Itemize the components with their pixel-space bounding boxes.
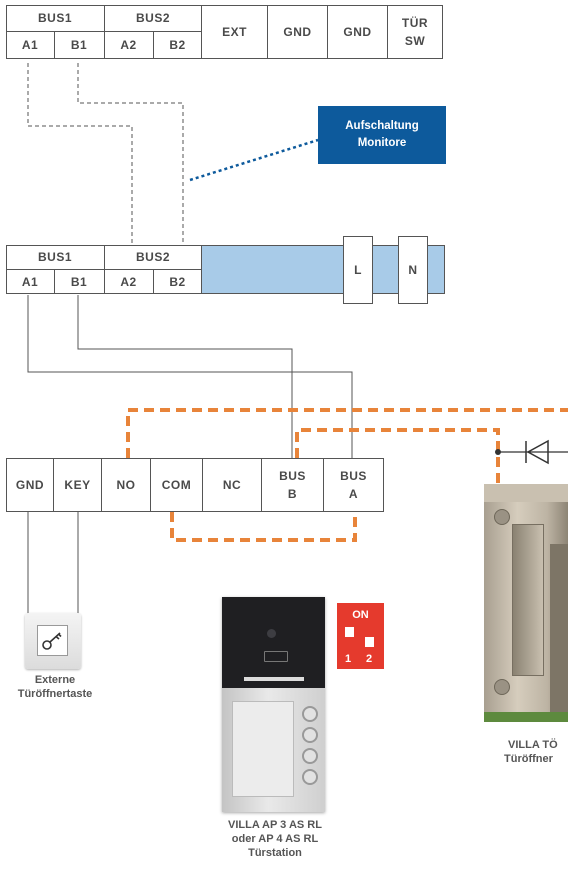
monitor-link-dotted [189, 138, 319, 182]
door-opener-image [484, 484, 568, 722]
camera-lens-icon [267, 629, 276, 638]
label-a2: A2 [120, 38, 137, 52]
bell-button-2 [302, 727, 318, 743]
terminal-gnd-1: GND [267, 5, 328, 59]
wire-b1-bus-b [77, 295, 293, 458]
door-station-line1: VILLA AP 3 AS RL [228, 819, 322, 831]
key-icon [37, 625, 68, 656]
diode-symbol [495, 439, 568, 465]
terminal-bus-b: BUS B [261, 458, 324, 512]
dip-switch-1 [345, 627, 354, 637]
bus-a-line1: BUS [340, 469, 367, 483]
label-bus2: BUS2 [135, 11, 170, 25]
screw-icon-1 [494, 509, 510, 525]
tuer-line2: SW [404, 34, 426, 48]
rfid-reader-icon [264, 651, 288, 662]
monitor-callout-line1: Aufschaltung [345, 119, 419, 132]
external-button-label: Externe Türöffnertaste [0, 674, 110, 702]
dip-on-label: ON [352, 609, 369, 621]
external-button [25, 613, 81, 669]
led-strip [244, 677, 304, 681]
bell-button-3 [302, 748, 318, 764]
dip-switch-2 [365, 637, 374, 647]
name-plate [232, 701, 294, 797]
mid-label-b2: B2 [169, 274, 186, 289]
door-opener-line2: Türöffner [504, 752, 553, 765]
terminal-l: L [343, 236, 373, 304]
dip-switch: ON 1 2 [337, 603, 384, 669]
bus-a-line2: A [348, 487, 359, 501]
mid-label-a1: A1 [21, 274, 39, 289]
door-opener-label: VILLA TÖ Türöffner [500, 739, 568, 767]
label-b2: B2 [169, 38, 186, 52]
wire-a1-bus-a [27, 295, 353, 458]
terminal-bus-a: BUS A [323, 458, 384, 512]
terminal-nc: NC [202, 458, 262, 512]
opener-base [484, 712, 568, 722]
label-bus1: BUS1 [37, 11, 72, 25]
dip-label-1: 1 [345, 653, 352, 665]
label-a1: A1 [21, 38, 39, 52]
bell-button-4 [302, 769, 318, 785]
orange-wire-bus-loop [295, 428, 500, 495]
bell-button-1 [302, 706, 318, 722]
bus-b-line1: BUS [279, 469, 306, 483]
mid-label-bus1: BUS1 [37, 250, 72, 264]
screw-icon-2 [494, 679, 510, 695]
orange-wire-com-loop [126, 408, 568, 458]
door-opener-line1: VILLA TÖ [508, 739, 558, 751]
external-button-line1: Externe [34, 674, 76, 686]
terminal-com: COM [150, 458, 203, 512]
external-button-line2: Türöffnertaste [17, 687, 93, 700]
opener-top-plate [484, 484, 568, 502]
dip-label-2: 2 [366, 653, 373, 665]
door-station-label: VILLA AP 3 AS RL oder AP 4 AS RL Türstat… [200, 819, 350, 860]
dashed-wire-a1 [27, 63, 133, 245]
orange-wire-bridge [170, 512, 357, 542]
dashed-wire-b1 [77, 63, 184, 245]
door-station-line3: Türstation [248, 846, 302, 859]
monitor-callout: Aufschaltung Monitore [318, 106, 446, 164]
terminal-tuer-sw: TÜR SW [387, 5, 443, 59]
mid-label-bus2: BUS2 [135, 250, 170, 264]
latch-mechanism [512, 524, 544, 676]
terminal-no: NO [101, 458, 151, 512]
camera-panel [222, 597, 325, 688]
door-station-image [222, 597, 325, 812]
terminal-ext: EXT [201, 5, 268, 59]
terminal-gnd-2: GND [327, 5, 388, 59]
monitor-callout-line2: Monitore [357, 137, 407, 149]
door-station-line2: oder AP 4 AS RL [231, 832, 319, 845]
terminal-n: N [398, 236, 428, 304]
label-b1: B1 [70, 38, 88, 52]
terminal-gnd: GND [6, 458, 54, 512]
opener-body-side [550, 544, 568, 714]
tuer-line1: TÜR [401, 16, 429, 30]
terminal-key: KEY [53, 458, 102, 512]
bus-b-line2: B [287, 487, 298, 501]
mid-label-a2: A2 [120, 274, 137, 289]
mid-label-b1: B1 [70, 274, 88, 289]
